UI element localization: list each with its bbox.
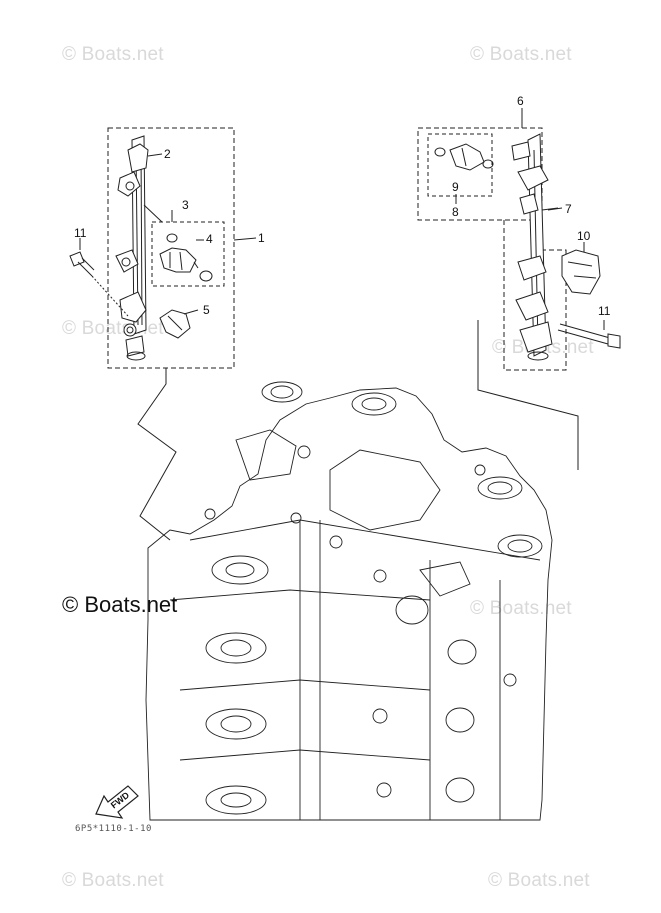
callout-3: 3 [182,198,189,212]
watermark-top-right: © Boats.net [470,44,572,65]
fwd-arrow [95,785,139,819]
callout-11-right: 11 [598,304,611,318]
callout-11-left: 11 [74,226,87,240]
engine-block [145,381,553,821]
fuel-rail-left [115,135,163,361]
callout-10: 10 [577,229,591,243]
watermark-bottom-right: © Boats.net [488,870,590,891]
callout-4: 4 [206,232,213,246]
bolt-11-right [557,323,621,349]
o-ring-4 [199,270,213,282]
watermark-bottom-left: © Boats.net [62,870,164,891]
watermark-right-engine: © Boats.net [470,598,572,619]
callout-7: 7 [565,202,572,216]
watermark-top-left: © Boats.net [62,44,164,65]
callout-2: 2 [164,147,171,161]
injector-4 [159,247,199,273]
diagram-part-code: 6P5*1110-1-10 [75,824,152,834]
callout-9: 9 [452,180,459,194]
leader-zigzag-left [137,368,177,541]
callout-5: 5 [203,303,210,317]
subassembly-box-right [427,133,493,197]
callout-6: 6 [517,94,524,108]
callout-8: 8 [452,205,459,219]
leader-zigzag-right [477,320,579,470]
o-ring-3 [166,233,178,243]
fuel-rail-right [511,133,559,361]
clip-5 [159,309,191,339]
subassembly-box-left [151,221,225,287]
callout-1: 1 [258,231,265,245]
injector-9 [434,143,494,171]
watermark-main: © Boats.net [62,592,178,617]
assembly-box-left [107,127,235,369]
bolt-11-left [69,251,129,317]
bracket-10 [561,249,601,295]
